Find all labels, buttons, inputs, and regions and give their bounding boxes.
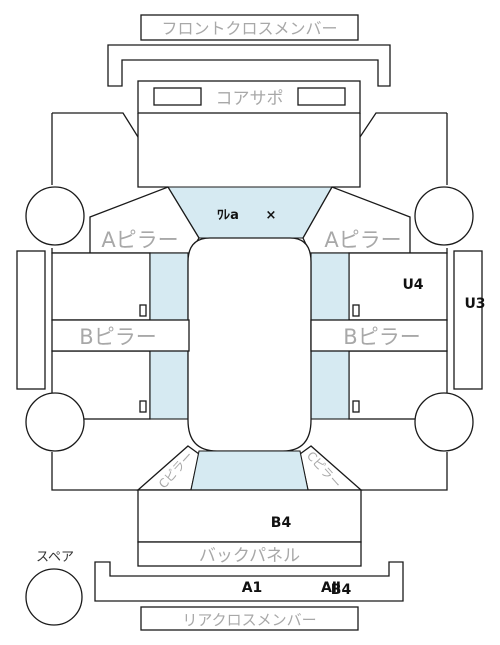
b-pillar-right-label: Bピラー <box>343 325 420 349</box>
mark-rear-overlap-b: B4 <box>331 582 352 598</box>
a-pillar-right-label: Aピラー <box>324 228 401 252</box>
core-support-label: コアサポ <box>216 89 284 109</box>
a-pillar-left-label: Aピラー <box>101 228 178 252</box>
mark-u4: U4 <box>402 277 423 293</box>
front-bumper-bracket[interactable] <box>107 44 391 87</box>
left-side-skirt[interactable] <box>16 250 46 390</box>
front-cross-member-label: フロントクロスメンバー <box>161 19 337 38</box>
rear-cross-member-box[interactable] <box>140 606 359 631</box>
hood-area[interactable] <box>137 113 361 188</box>
rear-right-door-handle <box>352 400 360 413</box>
roof[interactable] <box>187 237 312 452</box>
spare-label: スペア <box>36 550 74 565</box>
core-support-left-slot <box>153 87 202 106</box>
left-rear-quarter[interactable] <box>51 452 138 491</box>
rear-left-door-handle <box>139 400 147 413</box>
front-left-door[interactable] <box>51 252 151 321</box>
left-front-fender-top[interactable] <box>52 112 139 138</box>
back-panel-label: バックパネル <box>199 546 300 566</box>
front-cross-member-box[interactable] <box>140 14 359 41</box>
rear-left-wheel[interactable] <box>25 392 85 452</box>
core-support-right-slot <box>297 87 346 106</box>
right-front-fender-top[interactable] <box>359 112 447 138</box>
windshield-x-mark: × <box>266 208 277 223</box>
b-pillar-left-region[interactable] <box>51 319 190 352</box>
b-pillar-right-region[interactable] <box>310 319 448 352</box>
front-right-door[interactable] <box>348 252 448 321</box>
back-panel-box[interactable] <box>137 541 362 567</box>
rear-right-wheel[interactable] <box>414 392 474 452</box>
right-rear-quarter[interactable] <box>361 452 448 491</box>
front-right-wheel[interactable] <box>414 186 474 246</box>
mark-a1: A1 <box>242 580 263 596</box>
rear-cross-member-label: リアクロスメンバー <box>182 611 316 629</box>
right-side-skirt[interactable] <box>453 250 483 390</box>
mark-rear-overlap-a: AⅡ <box>321 580 341 596</box>
front-left-door-handle <box>139 304 147 317</box>
windshield-damage-mark: ﾜﾚa <box>217 208 239 223</box>
rear-bumper-bracket[interactable] <box>94 561 404 602</box>
trunk-lid[interactable] <box>137 489 362 543</box>
mark-b4-trunk: B4 <box>271 515 292 531</box>
rear-window[interactable] <box>190 450 309 491</box>
spare-tire[interactable] <box>25 568 83 626</box>
mark-u3: U3 <box>464 296 485 312</box>
front-left-wheel[interactable] <box>25 186 85 246</box>
b-pillar-left-label: Bピラー <box>79 325 156 349</box>
front-right-door-handle <box>352 304 360 317</box>
